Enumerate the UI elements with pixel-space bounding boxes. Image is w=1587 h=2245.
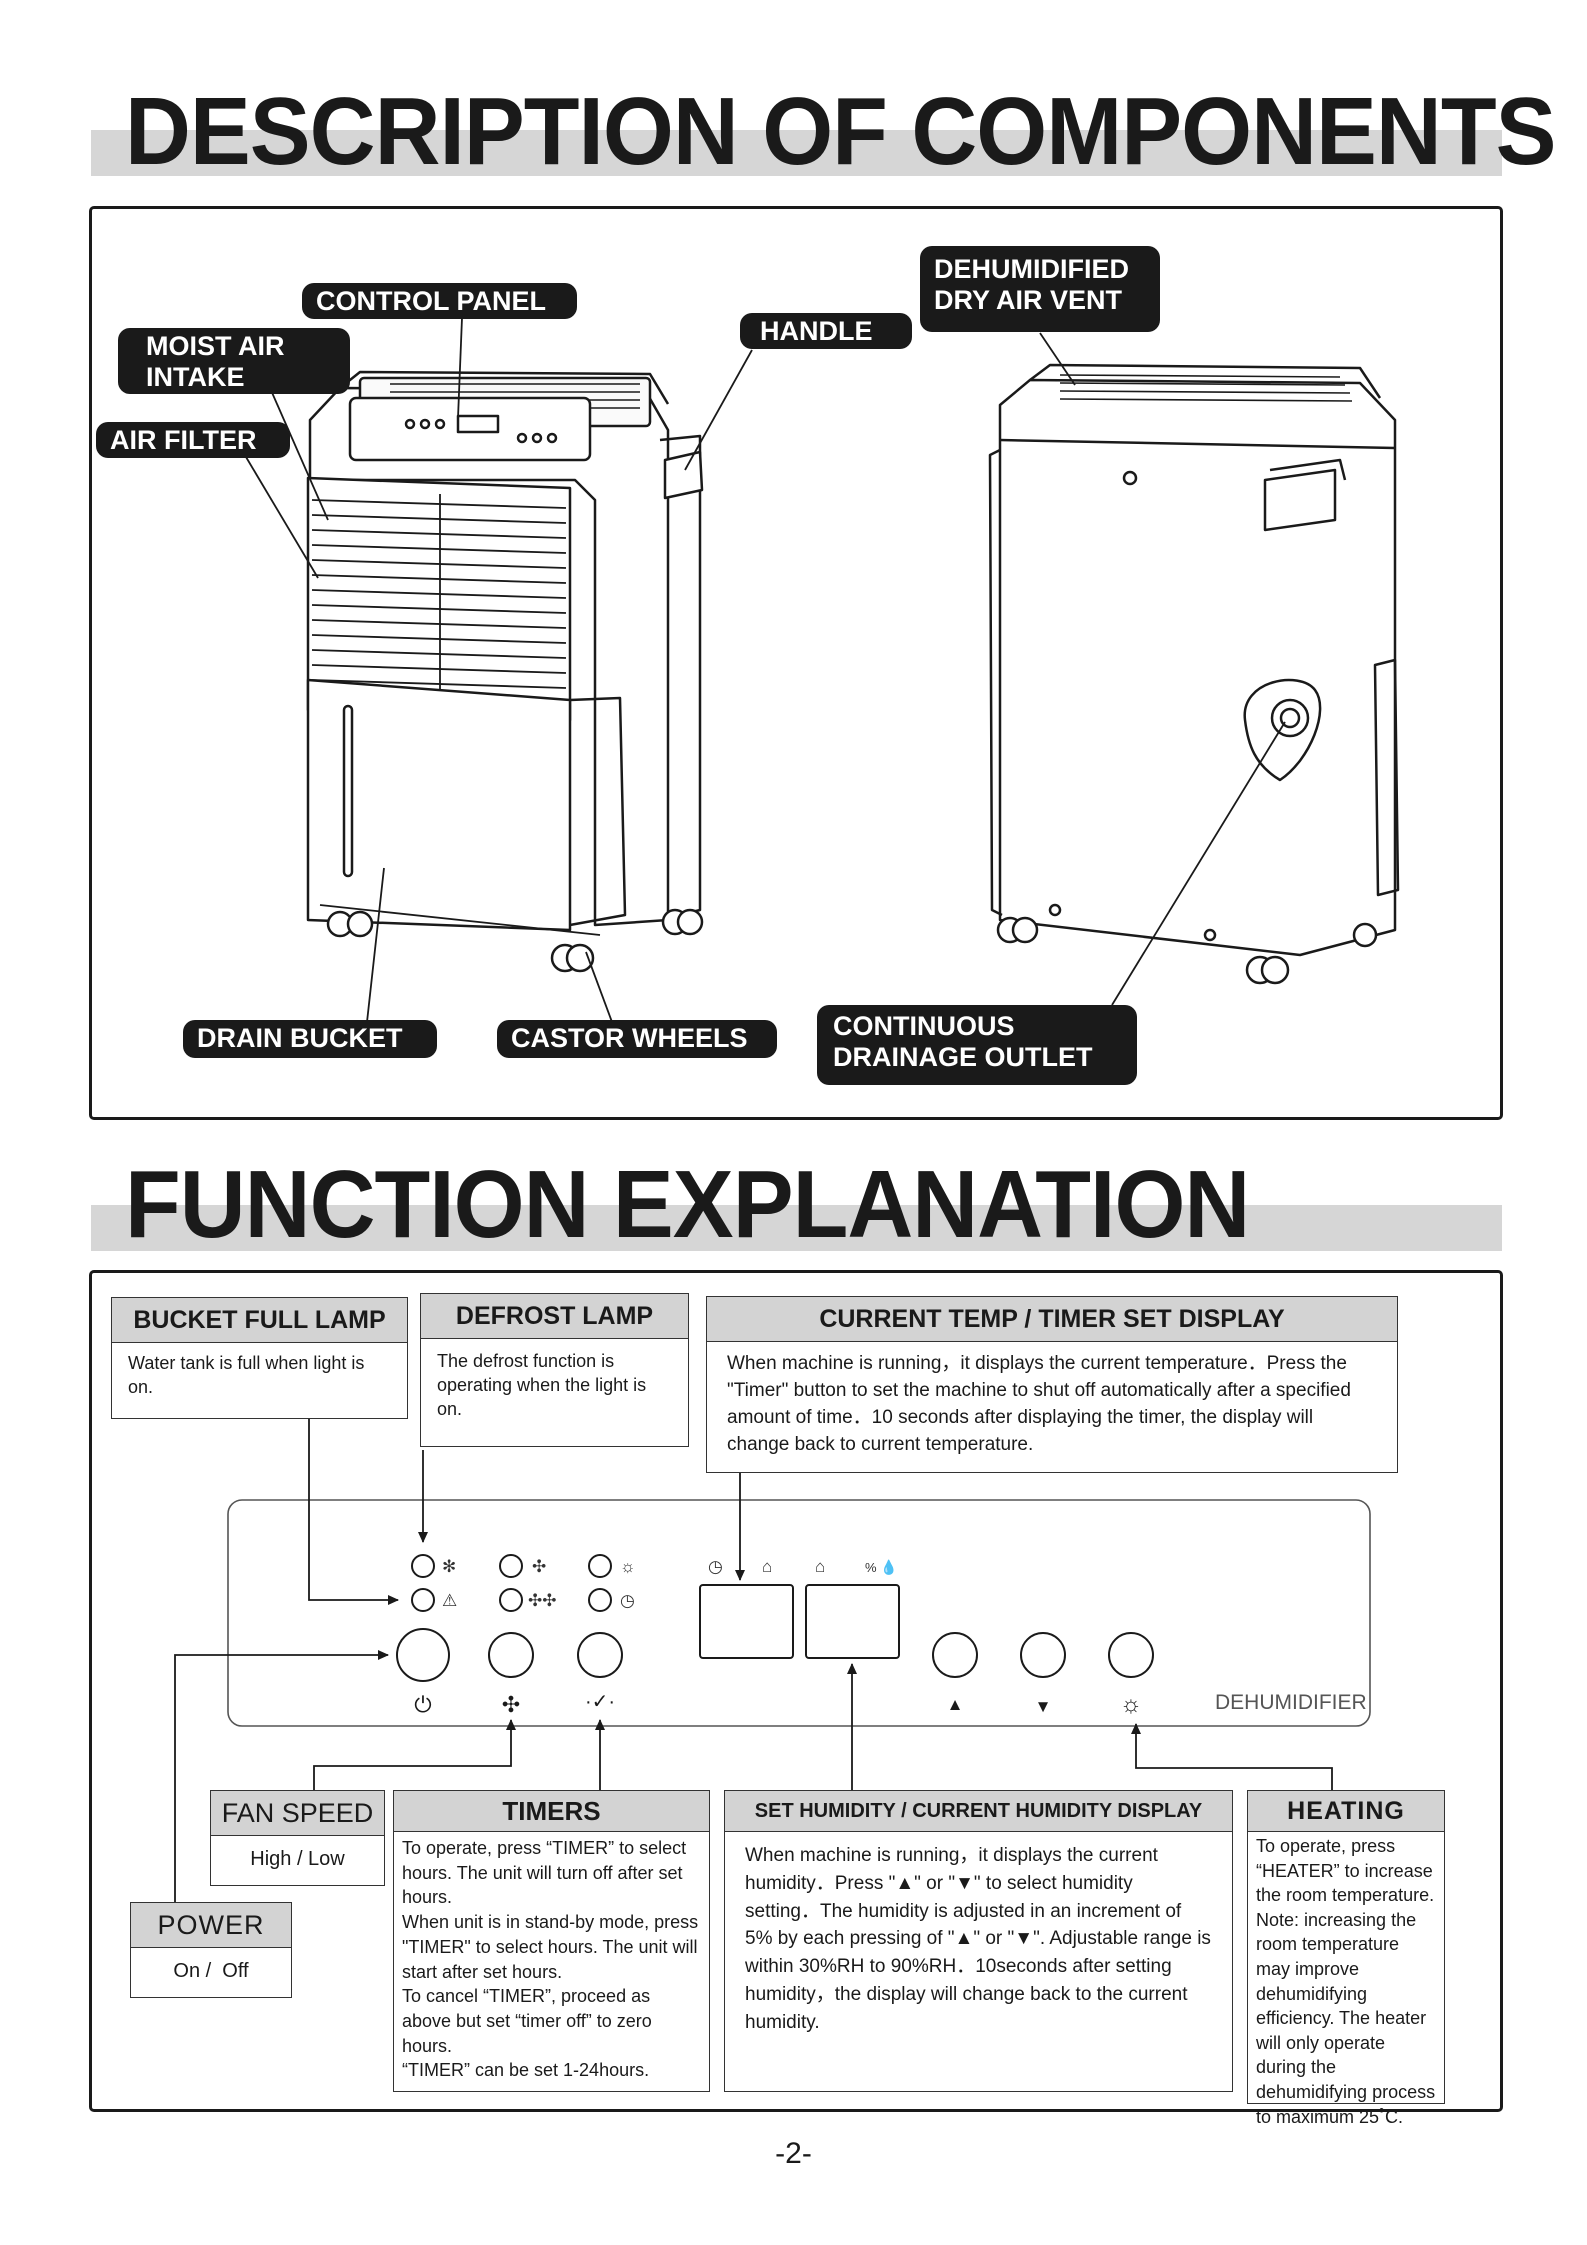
heater-lamp [588,1554,612,1578]
label-air-filter: AIR FILTER [96,422,290,458]
fan-low-lamp [499,1588,523,1612]
fan-icon: ✣ [532,1557,546,1576]
rear-unit-drawing [988,363,1400,985]
timers-title: TIMERS [394,1791,709,1832]
panel-outline [227,1499,1371,1727]
up-arrow-icon: ▲ [947,1695,964,1714]
heading-band [91,1205,1502,1251]
humidity-title: SET HUMIDITY / CURRENT HUMIDITY DISPLAY [725,1791,1232,1832]
box-timers: TIMERS To operate, press “TIMER” to sele… [393,1790,710,2092]
power-text: On / Off [173,1960,249,1982]
front-unit-drawing [306,370,704,973]
power-title: POWER [131,1903,291,1948]
timer-icon: ·✓· [585,1691,615,1713]
heading-components-title: DESCRIPTION OF COMPONENTS [125,78,1556,185]
temp-display-window [699,1584,794,1659]
bucket-full-lamp-indicator [411,1588,435,1612]
drop-icon: 💧 [880,1559,897,1576]
component-leader-lines [245,317,1286,1023]
dehumidifier-illustration [245,317,1400,1023]
heating-title: HEATING [1248,1791,1444,1832]
label-moist-air-intake-line2: INTAKE [146,362,245,392]
clock-icon: ◷ [708,1557,723,1576]
label-moist-air-intake-line1: MOIST AIR [146,331,285,361]
percent-drop-icon: % [865,1560,877,1575]
panel-brand: DEHUMIDIFIER [1215,1691,1367,1714]
bucket-full-title: BUCKET FULL LAMP [112,1298,407,1343]
box-temp-timer-display: CURRENT TEMP / TIMER SET DISPLAY When ma… [706,1296,1398,1473]
clock-icon: ◷ [620,1591,635,1610]
heater-icon: ☼ [1120,1691,1142,1718]
display-text: When machine is running，it displays the … [727,1353,1351,1455]
house-thermo-icon: ⌂ [762,1557,772,1576]
box-heating: HEATING To operate, press “HEATER” to in… [1247,1790,1445,2127]
box-fan-speed: FAN SPEED High / Low [210,1790,385,1886]
defrost-text: The defrost function is operating when t… [437,1351,647,1419]
fan-speed-title: FAN SPEED [211,1791,384,1836]
fan-speed-text: High / Low [250,1848,345,1870]
label-drainage-outlet-line1: CONTINUOUS [833,1011,1015,1041]
heating-text: To operate, press “HEATER” to increase t… [1256,1836,1436,2127]
timers-text: To operate, press “TIMER” to select hour… [402,1838,699,2081]
warning-icon: ⚠ [442,1591,457,1610]
bucket-full-text: Water tank is full when light is on. [128,1353,365,1397]
arrow-power [174,1650,389,1902]
heading-function-title: FUNCTION EXPLANATION [125,1151,1250,1258]
arrow-fan-speed [313,1719,516,1790]
label-castor-wheels: CASTOR WHEELS [497,1020,777,1058]
defrost-lamp-indicator [411,1554,435,1578]
label-moist-air-intake: MOIST AIR INTAKE [118,328,350,394]
snowflake-icon: ✻ [442,1557,456,1576]
control-panel-diagram: ✻ ⚠ ✣ ✣✣ ☼ ◷ ◷ ⌂ ⌂ % 💧 ⏻ ✣ ·✓· ▲ ▼ ☼ DEH… [174,1418,1371,1902]
arrow-heating [1131,1723,1333,1790]
label-handle: HANDLE [740,313,912,349]
down-arrow-icon: ▼ [1035,1697,1052,1716]
arrow-bucket-full [308,1418,399,1605]
label-dry-air-vent-line1: DEHUMIDIFIED [934,254,1129,284]
label-drain-bucket: DRAIN BUCKET [183,1020,437,1058]
house-humidity-icon: ⌂ [815,1557,825,1576]
power-icon: ⏻ [414,1692,431,1717]
box-bucket-full-lamp: BUCKET FULL LAMP Water tank is full when… [111,1297,408,1419]
heading-band [91,130,1502,176]
components-frame [89,206,1503,1120]
box-power: POWER On / Off [130,1902,292,1998]
label-continuous-drainage-outlet: CONTINUOUS DRAINAGE OUTLET [817,1005,1137,1085]
display-title: CURRENT TEMP / TIMER SET DISPLAY [707,1297,1397,1342]
box-defrost-lamp: DEFROST LAMP The defrost function is ope… [420,1293,689,1447]
label-drainage-outlet-line2: DRAINAGE OUTLET [833,1042,1093,1072]
fan-icon: ✣ [502,1692,520,1717]
humidity-display-window [805,1584,900,1659]
double-fan-icon: ✣✣ [528,1591,557,1610]
label-control-panel: CONTROL PANEL [302,283,577,319]
timer-lamp [588,1588,612,1612]
function-frame [89,1270,1503,2112]
page-number: -2- [775,2137,812,2170]
box-humidity-display: SET HUMIDITY / CURRENT HUMIDITY DISPLAY … [724,1790,1233,2092]
defrost-title: DEFROST LAMP [421,1294,688,1339]
label-dehumidified-dry-air-vent: DEHUMIDIFIED DRY AIR VENT [920,246,1160,332]
humidity-text: When machine is running，it displays the … [745,1845,1211,2033]
label-dry-air-vent-line2: DRY AIR VENT [934,285,1123,315]
fan-high-lamp [499,1554,523,1578]
sun-icon: ☼ [620,1557,636,1576]
